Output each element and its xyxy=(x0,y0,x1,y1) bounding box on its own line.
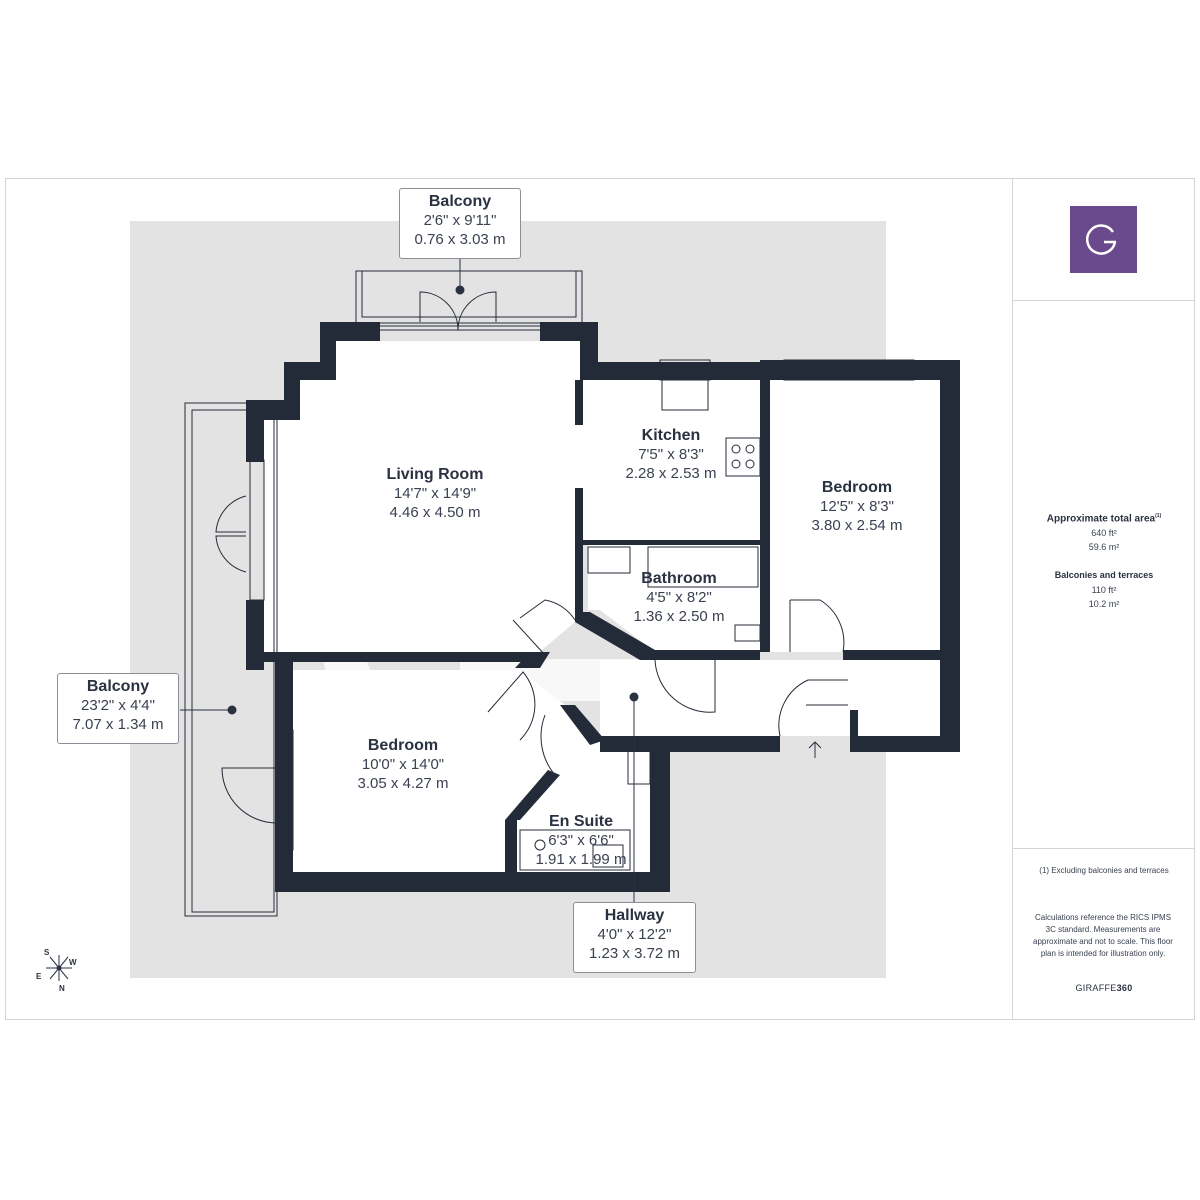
room-imperial: 4'5" x 8'2" xyxy=(646,589,712,606)
room-metric: 2.28 x 2.53 m xyxy=(625,465,717,482)
tag-metric: 0.76 x 3.03 m xyxy=(414,231,506,248)
balconies-title: Balconies and terraces xyxy=(1054,570,1154,581)
balconies-ft: 110 ft² xyxy=(1091,585,1117,596)
room-metric: 4.46 x 4.50 m xyxy=(389,504,481,521)
room-imperial: 14'7" x 14'9" xyxy=(393,485,477,502)
cupboard-floor xyxy=(850,660,940,736)
brand-logo xyxy=(1070,206,1137,273)
brand-name: GIRAFFE360 xyxy=(1013,983,1195,993)
room-metric: 1.36 x 2.50 m xyxy=(633,608,725,625)
compass-north-label: N xyxy=(59,984,65,993)
bedroom-right-floor xyxy=(770,380,940,652)
compass-west-label: W xyxy=(69,958,77,967)
brand-light: GIRAFFE xyxy=(1075,983,1117,993)
room-imperial: 6'3" x 6'6" xyxy=(548,832,614,849)
bedroom-left-label: Bedroom 10'0" x 14'0" 3.05 x 4.27 m xyxy=(328,736,478,793)
room-metric: 1.91 x 1.99 m xyxy=(535,851,627,868)
balcony-left-tag: Balcony 23'2" x 4'4" 7.07 x 1.34 m xyxy=(57,673,179,744)
tag-metric: 1.23 x 3.72 m xyxy=(589,945,680,962)
room-imperial: 12'5" x 8'3" xyxy=(820,498,894,515)
total-area-ft: 640 ft² xyxy=(1091,528,1117,539)
room-name: En Suite xyxy=(548,813,613,830)
footnote-text: (1) Excluding balconies and terraces xyxy=(1039,866,1169,875)
room-metric: 3.05 x 4.27 m xyxy=(357,775,449,792)
tag-name: Hallway xyxy=(604,907,665,924)
living-room-floor xyxy=(264,341,760,660)
compass-rose-icon xyxy=(46,955,72,981)
en-suite-label: En Suite 6'3" x 6'6" 1.91 x 1.99 m xyxy=(512,812,650,869)
en-suite-floor xyxy=(520,820,650,872)
room-imperial: 7'5" x 8'3" xyxy=(638,446,704,463)
sidebar-divider xyxy=(1012,178,1013,1020)
fixtures xyxy=(184,270,915,917)
tag-name: Balcony xyxy=(86,678,150,695)
disclaimer: Calculations reference the RICS IPMS 3C … xyxy=(1030,912,1176,960)
balcony-top-tag: Balcony 2'6" x 9'11" 0.76 x 3.03 m xyxy=(399,188,521,259)
balconies-m: 10.2 m² xyxy=(1088,599,1120,610)
total-area-note-mark: (1) xyxy=(1155,513,1162,519)
tag-name: Balcony xyxy=(428,193,492,210)
room-metric: 3.80 x 2.54 m xyxy=(811,517,903,534)
room-name: Bathroom xyxy=(641,570,717,587)
bedroom-right-label: Bedroom 12'5" x 8'3" 3.80 x 2.54 m xyxy=(782,478,932,535)
total-area-m: 59.6 m² xyxy=(1088,542,1120,553)
entrance-arrow-icon xyxy=(808,741,822,758)
living-room-label: Living Room 14'7" x 14'9" 4.46 x 4.50 m xyxy=(340,465,530,522)
walls xyxy=(246,322,960,892)
room-name: Living Room xyxy=(386,466,484,483)
tag-imperial: 4'0" x 12'2" xyxy=(597,926,672,943)
tag-imperial: 2'6" x 9'11" xyxy=(423,212,497,229)
disclaimer-text: Calculations reference the RICS IPMS 3C … xyxy=(1033,913,1173,958)
kitchen-label: Kitchen 7'5" x 8'3" 2.28 x 2.53 m xyxy=(600,426,742,483)
compass-south-label: S xyxy=(44,948,50,957)
area-summary: Approximate total area(1) 640 ft² 59.6 m… xyxy=(1013,509,1195,611)
room-imperial: 10'0" x 14'0" xyxy=(361,756,445,773)
tag-metric: 7.07 x 1.34 m xyxy=(72,716,164,733)
brand-bold: 360 xyxy=(1116,983,1133,993)
hallway-tag: Hallway 4'0" x 12'2" 1.23 x 3.72 m xyxy=(573,902,696,973)
room-name: Kitchen xyxy=(641,427,701,444)
total-area-title: Approximate total area(1) xyxy=(1046,513,1162,525)
room-name: Bedroom xyxy=(367,737,439,754)
callout-lines xyxy=(180,258,639,903)
footnote: (1) Excluding balconies and terraces xyxy=(1013,865,1195,877)
bathroom-floor xyxy=(588,540,760,652)
sidebar-separator xyxy=(1013,300,1195,301)
bathroom-label: Bathroom 4'5" x 8'2" 1.36 x 2.50 m xyxy=(608,569,750,626)
compass-east-label: E xyxy=(36,972,42,981)
tag-imperial: 23'2" x 4'4" xyxy=(81,697,155,714)
room-name: Bedroom xyxy=(821,479,893,496)
sidebar-separator xyxy=(1013,848,1195,849)
